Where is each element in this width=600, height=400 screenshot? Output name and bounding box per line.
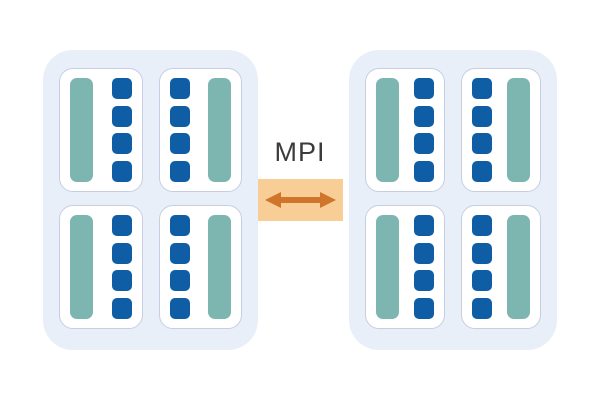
- memory-bar: [208, 215, 231, 319]
- core-square: [472, 242, 492, 264]
- compute-node-right: [349, 50, 557, 350]
- mpi-label: MPI: [274, 137, 326, 167]
- core-column: [169, 215, 190, 319]
- double-arrow-icon: [265, 192, 336, 208]
- core-square: [414, 160, 434, 182]
- core-square: [472, 105, 492, 127]
- cpu-socket: [461, 205, 541, 329]
- core-column: [414, 215, 434, 319]
- compute-node-left: [43, 50, 258, 350]
- core-square: [169, 78, 190, 99]
- core-square: [169, 215, 190, 236]
- core-square: [472, 160, 492, 182]
- cpu-socket: [365, 205, 445, 329]
- memory-bar: [507, 215, 530, 319]
- mpi-link-box: [258, 179, 343, 221]
- memory-bar: [376, 78, 399, 182]
- core-square: [169, 133, 190, 155]
- cpu-socket: [59, 68, 143, 192]
- core-square: [414, 215, 434, 236]
- core-square: [169, 270, 190, 292]
- core-square: [111, 160, 132, 182]
- core-square: [472, 133, 492, 155]
- core-square: [414, 270, 434, 292]
- core-column: [169, 78, 190, 182]
- core-square: [111, 270, 132, 292]
- core-column: [472, 215, 492, 319]
- core-column: [111, 78, 132, 182]
- core-square: [111, 242, 132, 264]
- core-square: [472, 297, 492, 319]
- core-square: [414, 297, 434, 319]
- core-square: [169, 105, 190, 127]
- cpu-socket: [158, 68, 242, 192]
- core-square: [111, 78, 132, 99]
- memory-bar: [208, 78, 231, 182]
- core-square: [414, 133, 434, 155]
- core-column: [472, 78, 492, 182]
- core-square: [169, 297, 190, 319]
- core-square: [111, 215, 132, 236]
- cpu-socket: [59, 205, 143, 329]
- memory-bar: [507, 78, 530, 182]
- cpu-socket: [365, 68, 445, 192]
- memory-bar: [70, 78, 93, 182]
- core-square: [111, 297, 132, 319]
- core-square: [414, 105, 434, 127]
- cpu-socket: [158, 205, 242, 329]
- core-square: [472, 215, 492, 236]
- core-square: [472, 270, 492, 292]
- core-square: [169, 160, 190, 182]
- core-square: [414, 242, 434, 264]
- core-square: [111, 133, 132, 155]
- core-square: [472, 78, 492, 99]
- core-square: [169, 242, 190, 264]
- memory-bar: [70, 215, 93, 319]
- core-column: [414, 78, 434, 182]
- core-square: [111, 105, 132, 127]
- memory-bar: [376, 215, 399, 319]
- core-square: [414, 78, 434, 99]
- core-column: [111, 215, 132, 319]
- cpu-socket: [461, 68, 541, 192]
